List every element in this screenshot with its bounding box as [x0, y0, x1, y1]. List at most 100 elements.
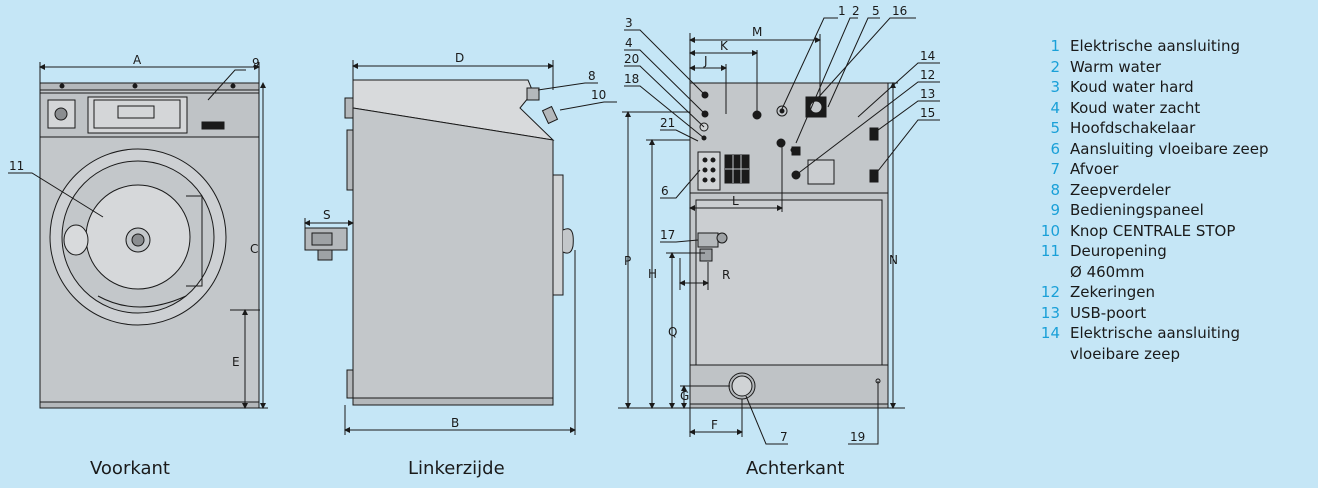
rear-valve	[697, 232, 719, 248]
legend-number: 6	[1050, 139, 1060, 158]
legend-item: 11 Deuropening Ø 460mm	[1032, 241, 1316, 282]
legend-item: 6 Aansluiting vloeibare zeep	[1032, 139, 1316, 160]
legend-text: Zeepverdeler	[1070, 180, 1171, 199]
legend-number: 7	[1050, 160, 1060, 178]
legend-text: Hoofdschakelaar	[1070, 119, 1196, 137]
legend-item: 8 Zeepverdeler	[1032, 180, 1316, 201]
callout-15: 15	[920, 106, 935, 120]
legend-number: 4	[1050, 98, 1060, 117]
legend-number: 8	[1050, 180, 1060, 199]
legend-number: 10	[1040, 221, 1060, 240]
legend-number: 11	[1040, 242, 1060, 260]
dim-K-label: K	[720, 39, 729, 53]
legend-number: 2	[1050, 57, 1060, 76]
callout-18: 18	[624, 72, 639, 86]
legend-text: Zekeringen	[1070, 283, 1155, 301]
callout-4: 4	[625, 36, 633, 50]
legend-item: 2 Warm water	[1032, 57, 1316, 78]
callout-12: 12	[920, 68, 935, 82]
legend-item: 14 Elektrische aansluiting vloeibare zeep	[1032, 323, 1316, 364]
legend-text: Deuropening Ø 460mm	[1070, 242, 1167, 281]
side-stop-button	[541, 105, 559, 125]
left-side-dimensions	[304, 60, 617, 435]
view-caption-rear: Achterkant	[746, 458, 845, 479]
dim-N-label: N	[889, 253, 898, 267]
front-display-slot	[201, 121, 225, 130]
legend-text: USB-poort	[1070, 303, 1147, 322]
legend-item: 9 Bedieningspaneel	[1032, 200, 1316, 221]
legend-number: 13	[1040, 303, 1060, 322]
callout-10: 10	[591, 88, 606, 102]
legend-item: 7 Afvoer	[1032, 159, 1316, 180]
callout-8: 8	[588, 69, 596, 83]
legend-text: Afvoer	[1070, 160, 1119, 178]
legend-text: Koud water zacht	[1070, 98, 1201, 117]
side-dispenser	[526, 87, 540, 101]
legend-number: 12	[1040, 283, 1060, 301]
rear-view	[689, 82, 889, 409]
callout-21: 21	[660, 116, 675, 130]
legend-number: 5	[1050, 119, 1060, 137]
legend-text: Bedieningspaneel	[1070, 201, 1204, 219]
dim-E-label: E	[232, 355, 240, 369]
rear-dimensions	[618, 17, 940, 445]
front-top-strip	[39, 82, 260, 91]
callout-20: 20	[624, 52, 639, 66]
legend-item: 4 Koud water zacht	[1032, 98, 1316, 119]
dim-H-label: H	[648, 267, 657, 281]
callout-13: 13	[920, 87, 935, 101]
dim-R-label: R	[722, 268, 730, 282]
view-caption-front: Voorkant	[90, 458, 170, 479]
legend-text: Knop CENTRALE STOP	[1070, 221, 1236, 240]
callout-16: 16	[892, 4, 907, 18]
front-view	[39, 82, 260, 409]
left-side-view	[304, 79, 574, 406]
legend-item: 13 USB-poort	[1032, 303, 1316, 324]
callout-19: 19	[850, 430, 865, 444]
rear-soap-connector	[697, 151, 721, 191]
callout-9: 9	[252, 56, 260, 70]
legend-text: Warm water	[1070, 57, 1162, 76]
dim-M-label: M	[752, 25, 762, 39]
callout-6: 6	[661, 184, 669, 198]
front-door-handle	[63, 224, 89, 256]
legend-text: Aansluiting vloeibare zeep	[1070, 139, 1269, 158]
legend-number: 9	[1050, 201, 1060, 219]
dim-F-label: F	[711, 418, 718, 432]
dim-L-label: L	[732, 194, 739, 208]
dim-B-label: B	[451, 416, 459, 430]
legend-text: Koud water hard	[1070, 78, 1194, 96]
legend-text: Elektrische aansluiting vloeibare zeep	[1070, 324, 1240, 363]
legend-number: 14	[1040, 324, 1060, 342]
callout-5: 5	[872, 4, 880, 18]
dim-S-label: S	[323, 208, 331, 222]
legend-number: 3	[1050, 78, 1060, 96]
dim-J-label: J	[703, 54, 708, 68]
legend-text: Elektrische aansluiting	[1070, 37, 1240, 55]
callout-17: 17	[660, 228, 675, 242]
dim-P-label: P	[624, 254, 631, 268]
dim-G-label: G	[680, 389, 689, 403]
callout-11: 11	[9, 159, 24, 173]
legend-number: 1	[1050, 37, 1060, 55]
legend-item: 12 Zekeringen	[1032, 282, 1316, 303]
dim-D-label: D	[455, 51, 464, 65]
callout-7: 7	[780, 430, 788, 444]
callout-3: 3	[625, 16, 633, 30]
legend-item: 10 Knop CENTRALE STOP	[1032, 221, 1316, 242]
callout-14: 14	[920, 49, 935, 63]
legend-item: 5 Hoofdschakelaar	[1032, 118, 1316, 139]
dim-Q-label: Q	[668, 325, 677, 339]
view-caption-left: Linkerzijde	[408, 458, 505, 479]
rear-top-panel	[689, 82, 889, 194]
callout-2: 2	[852, 4, 860, 18]
dim-A-label: A	[133, 53, 142, 67]
legend-item: 3 Koud water hard	[1032, 77, 1316, 98]
dim-C-label: C	[250, 242, 258, 256]
callout-1: 1	[838, 4, 846, 18]
legend-item: 1 Elektrische aansluiting	[1032, 36, 1316, 57]
front-dimensions	[8, 62, 268, 409]
side-body	[352, 107, 554, 406]
